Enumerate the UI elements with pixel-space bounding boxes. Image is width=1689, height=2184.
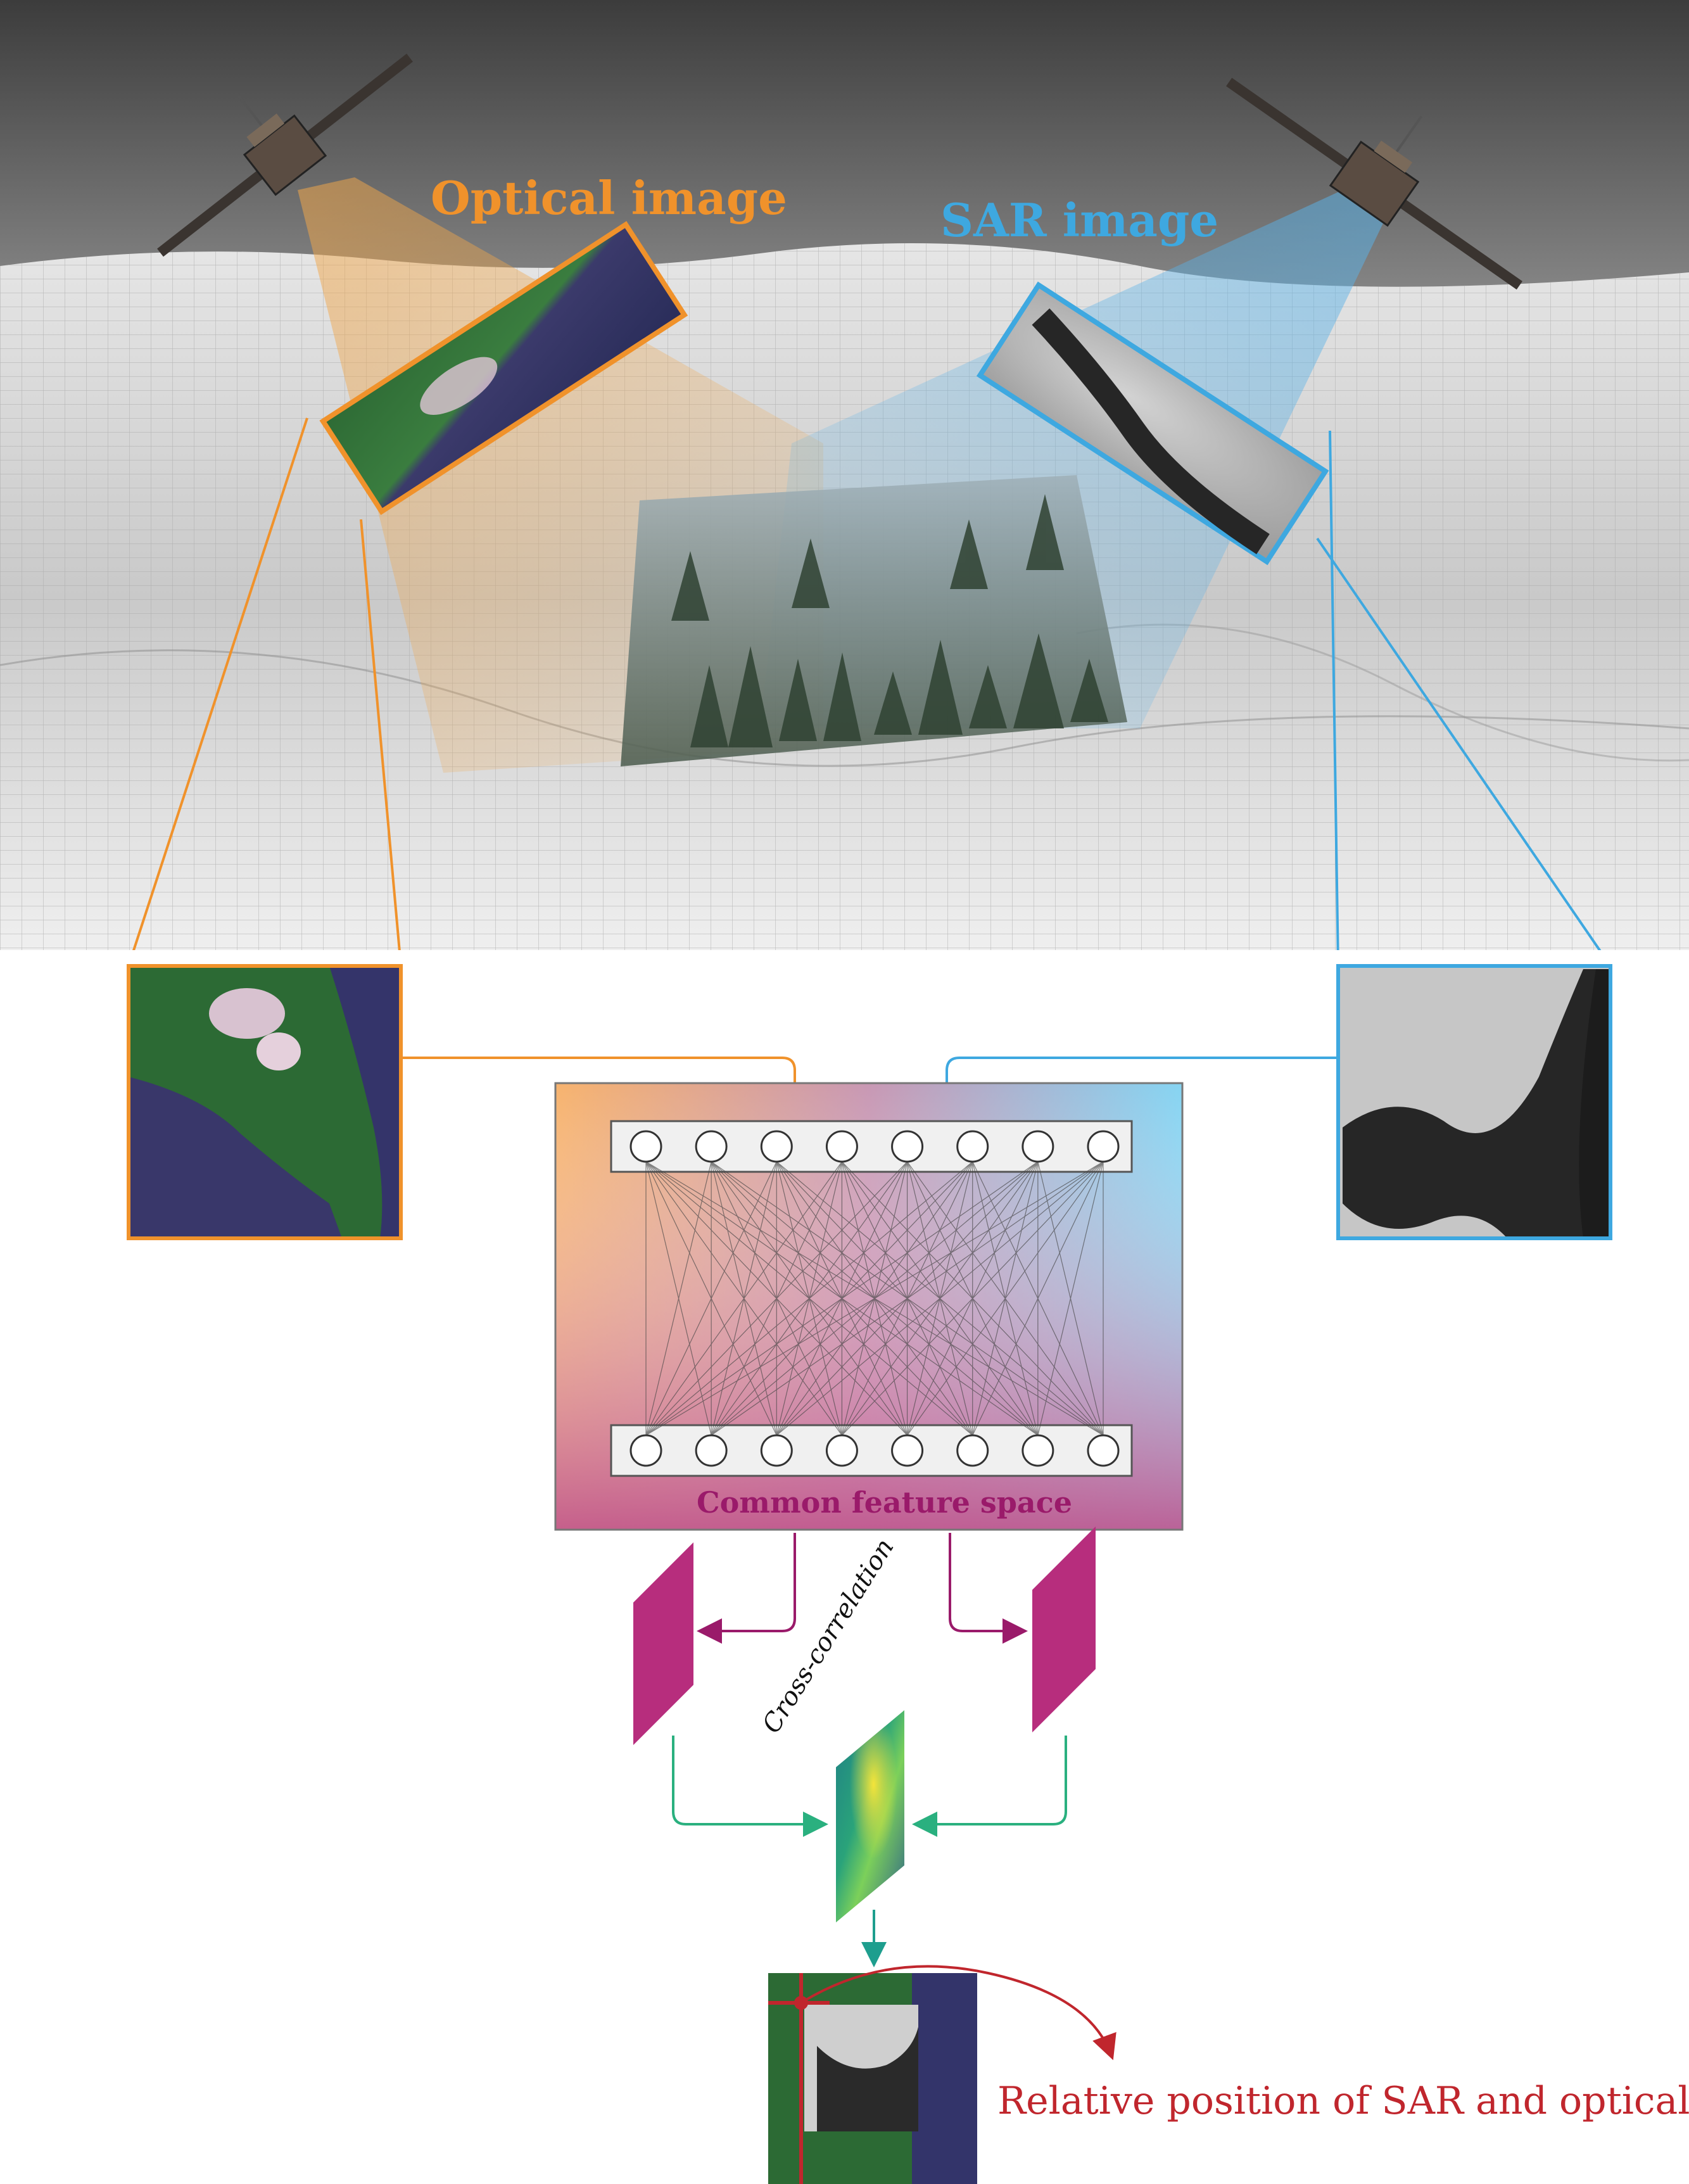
output-node	[1087, 1434, 1120, 1467]
network-edge	[645, 1161, 842, 1436]
correlation-arrow-left	[672, 1736, 828, 1837]
network-edge	[841, 1161, 1104, 1436]
result-overlay-image	[768, 1973, 977, 2184]
cross-correlation-map	[836, 1710, 904, 1922]
input-node	[956, 1130, 989, 1163]
input-node	[1087, 1130, 1120, 1163]
optical-image-zoom	[127, 964, 403, 1240]
sar-satellite	[1226, 77, 1522, 290]
input-node	[825, 1130, 858, 1163]
feature-map-right	[1032, 1527, 1096, 1732]
network-edge	[645, 1161, 777, 1436]
network-edge	[645, 1161, 712, 1436]
feature-arrow-left	[697, 1533, 796, 1644]
feature-arrow-right	[949, 1533, 1028, 1644]
sar-input-arrow	[934, 1057, 1338, 1119]
output-node	[629, 1434, 662, 1467]
input-node	[629, 1130, 662, 1163]
output-node	[760, 1434, 793, 1467]
common-feature-space-label: Common feature space	[697, 1485, 1072, 1520]
network-edge	[645, 1161, 1104, 1436]
network-edge	[645, 1161, 973, 1436]
relative-position-arrow	[802, 1965, 1117, 2060]
forest-scene	[621, 475, 1127, 766]
optical-image-tilted	[319, 221, 688, 516]
network-edge	[907, 1161, 1104, 1436]
output-node	[695, 1434, 728, 1467]
network-edge	[972, 1161, 1104, 1436]
optical-image-label: Optical image	[431, 171, 787, 225]
network-edge	[776, 1161, 1104, 1436]
input-node	[760, 1130, 793, 1163]
sar-image-label: SAR image	[940, 193, 1219, 247]
network-edge	[711, 1161, 1104, 1436]
sar-zoom-lines	[1316, 430, 1612, 967]
relative-position-label: Relative position of SAR and optical	[997, 2079, 1689, 2123]
sar-image-zoom	[1336, 964, 1612, 1240]
feature-map-left	[633, 1542, 693, 1745]
input-node	[891, 1130, 924, 1163]
input-node	[695, 1130, 728, 1163]
optical-zoom-lines	[127, 417, 402, 967]
correlation-arrow-right	[912, 1736, 1067, 1837]
network-edge	[645, 1161, 1039, 1436]
output-node	[956, 1434, 989, 1467]
network-connections	[645, 1161, 1104, 1436]
optical-input-arrow	[401, 1057, 807, 1119]
optical-satellite	[157, 53, 413, 257]
output-node	[825, 1434, 858, 1467]
output-node	[891, 1434, 924, 1467]
network-edge	[1037, 1161, 1104, 1436]
output-node	[1022, 1434, 1054, 1467]
network-nodes	[629, 1130, 1120, 1467]
network-edge	[645, 1161, 908, 1436]
sar-image-tilted	[976, 281, 1329, 566]
input-node	[1022, 1130, 1054, 1163]
